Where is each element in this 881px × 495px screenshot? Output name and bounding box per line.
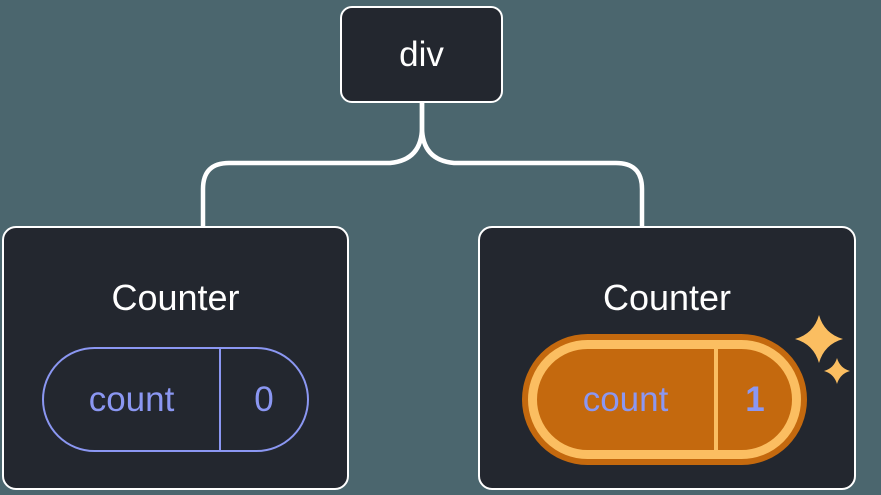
state-pill: count 0 [42, 347, 309, 452]
counter-card-right: Counter count 1 [478, 226, 856, 490]
highlighted-state-pill-ring: count 1 [522, 334, 807, 465]
counter-card-left: Counter count 0 [2, 226, 349, 490]
state-key-label: count [88, 379, 175, 419]
root-node-label: div [399, 34, 444, 74]
state-value: 1 [745, 379, 765, 419]
sparkle-small [824, 358, 850, 384]
state-key-label: count [582, 379, 669, 419]
root-node-div: div [340, 6, 503, 103]
counter-title: Counter [602, 277, 732, 318]
sparkles-icon [795, 315, 850, 384]
state-pill-divider [714, 349, 718, 450]
state-pill-divider [219, 349, 221, 450]
counter-title: Counter [111, 277, 240, 318]
sparkle-large [795, 315, 843, 363]
state-value: 0 [254, 379, 274, 419]
highlighted-state-pill: count 1 [528, 340, 801, 459]
connector-left-branch [200, 101, 425, 226]
connector-right-branch [419, 101, 645, 226]
